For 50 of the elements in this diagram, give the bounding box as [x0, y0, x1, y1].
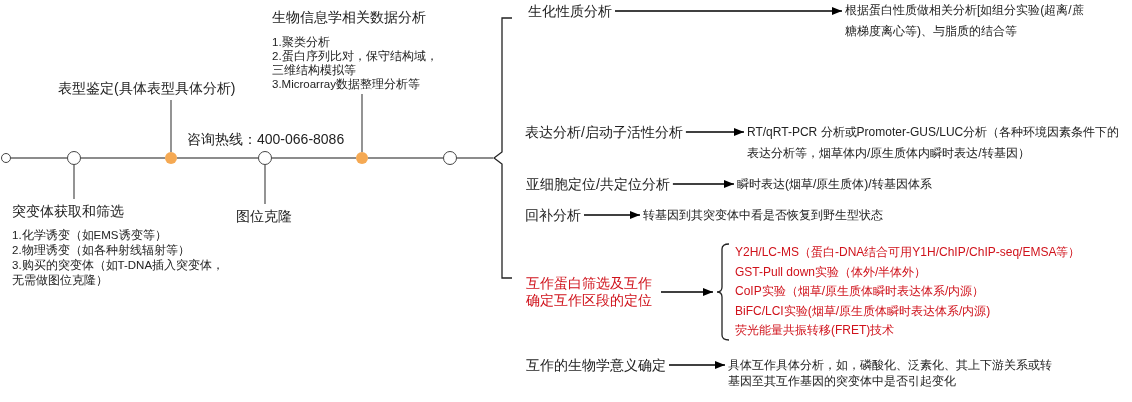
- step-label: 图位克隆: [236, 207, 292, 225]
- timeline-circle: [67, 151, 81, 165]
- timeline-line: [80, 157, 166, 159]
- list-item: 3.购买的突变体（如T-DNA插入突变体，无需做图位克隆）: [12, 258, 226, 288]
- arrow: [668, 361, 726, 369]
- step-label: 突变体获取和筛选: [12, 202, 124, 220]
- method-label: 亚细胞定位/共定位分析: [526, 175, 670, 193]
- list-item: 2.物理诱变（如各种射线辐射等）: [12, 243, 190, 258]
- list-item: Y2H/LC-MS（蛋白-DNA结合可用Y1H/ChIP/ChIP-seq/EMSA等）: [735, 244, 1081, 261]
- leader-line: [264, 164, 266, 205]
- description-text: 转基因到其突变体中看是否恢复到野生型状态: [643, 205, 883, 225]
- step-label: 表型鉴定(具体表型具体分析): [58, 79, 236, 97]
- list-item: 2.蛋白序列比对，保守结构域，三维结构模拟等: [272, 49, 439, 77]
- timeline-line: [10, 157, 68, 159]
- method-label: 互作蛋白筛选及互作确定互作区段的定位: [526, 275, 658, 309]
- hotline-text: 咨询热线：400-066-8086: [187, 130, 345, 148]
- leader-line: [361, 93, 363, 153]
- connector-line: [456, 157, 494, 159]
- list-item: 3.Microarray数据整理分析等: [272, 77, 420, 91]
- method-label: 互作的生物学意义确定: [526, 356, 666, 374]
- arrow: [660, 288, 714, 296]
- method-label: 生化性质分析: [528, 2, 612, 20]
- arrow: [672, 180, 735, 188]
- leader-line: [170, 99, 172, 153]
- list-item: BiFC/LCI实验(烟草/原生质体瞬时表达体系/内源): [735, 302, 991, 320]
- list-item: 1.化学诱变（如EMS诱变等）: [12, 228, 167, 243]
- leader-line: [73, 164, 75, 200]
- arrow: [614, 7, 843, 15]
- description-text: 具体互作具体分析，如，磷酸化、泛素化、其上下游关系或转基因至其互作基因的突变体中是否引起变化: [728, 357, 1058, 389]
- list-item: GST-Pull down实验（体外/半体外）: [735, 263, 927, 281]
- timeline-circle: [258, 151, 272, 165]
- list-item: 荧光能量共振转移(FRET)技术: [735, 322, 895, 339]
- timeline-line: [367, 157, 444, 159]
- arrow: [685, 128, 745, 136]
- arrow: [583, 211, 641, 219]
- brace: [493, 17, 513, 279]
- milestone-dot: [165, 152, 177, 164]
- timeline-circle: [1, 153, 11, 163]
- step-label: 生物信息学相关数据分析: [272, 8, 426, 26]
- description-text: 瞬时表达(烟草/原生质体)/转基因体系: [737, 174, 932, 194]
- description-text: RT/qRT-PCR 分析或Promoter-GUS/LUC分析（各种环境因素条件下的表达分析等，烟草体内/原生质体内瞬时表达/转基因）: [747, 121, 1130, 164]
- milestone-dot: [356, 152, 368, 164]
- timeline-circle: [443, 151, 457, 165]
- description-text: 根据蛋白性质做相关分析[如组分实验(超离/蔗糖梯度离心等)、与脂质的结合等: [845, 0, 1089, 42]
- timeline-line: [176, 157, 259, 159]
- list-item: 1.聚类分析: [272, 35, 330, 49]
- method-label: 表达分析/启动子活性分析: [525, 123, 683, 141]
- timeline-line: [271, 157, 357, 159]
- method-label: 回补分析: [525, 206, 581, 224]
- list-item: CoIP实验（烟草/原生质体瞬时表达体系/内源）: [735, 283, 985, 300]
